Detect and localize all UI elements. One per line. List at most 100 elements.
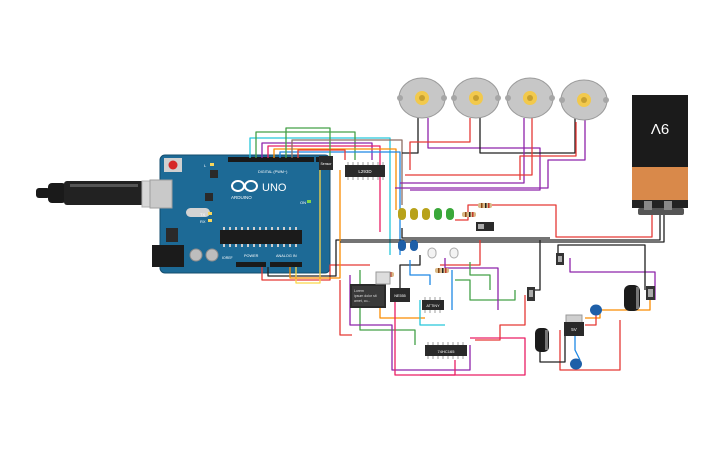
led-green-2[interactable] [446,208,454,220]
atmega-chip [220,227,302,247]
attiny-label: ATTINY [426,304,440,308]
logo-brand-text: ARDUINO [231,195,252,200]
power-header[interactable] [236,262,266,267]
wire-purple-low-2 [444,258,499,310]
dc-motor-4[interactable] [559,79,609,121]
wire-black-m1 [402,118,419,154]
wire-red-m2 [409,118,471,170]
wire-red-battery [480,204,653,238]
wire-black-gnd [267,215,661,277]
resistor-1[interactable] [462,212,476,217]
digital-header[interactable] [228,157,326,162]
led-blue-2[interactable] [410,240,418,251]
led-yellow-2[interactable] [410,208,418,220]
ir-sensor-label: Sensor [320,162,332,166]
wire-brown-1 [291,139,403,205]
led-yellow-3[interactable] [422,208,430,220]
wire-black-m2 [479,118,576,154]
attiny-chip[interactable]: ATTINY [422,297,444,313]
shift-register-label: 74HC165 [438,349,456,354]
lcd-line-2: ipsum dolor sit [354,294,377,298]
ioref-label: IOREF [222,256,233,260]
wires [249,118,665,376]
push-button-2[interactable] [556,253,564,265]
wire-green-low-3 [469,262,491,290]
wire-purple-right [569,258,656,300]
resistor-3[interactable] [435,268,449,273]
logo-uno-text: UNO [262,182,287,194]
on-led-label: ON [300,200,306,205]
wire-red-top [297,149,346,160]
analog-header-label: ANALOG IN [276,254,297,258]
power-header-label: POWER [244,254,259,258]
wire-orange-2 [289,170,341,279]
arduino-logo: UNO ARDUINO [231,180,287,200]
led-green-1[interactable] [434,208,442,220]
lcd-display[interactable]: Lorem ipsum dolor sit amet, co... [350,284,386,308]
tx-label: TX [200,212,205,217]
ceramic-capacitor-1[interactable] [590,304,602,316]
battery-label: 9V [651,120,669,137]
wire-orange-1 [273,148,397,210]
lcd-line-3: amet, co... [354,299,370,303]
push-button-3[interactable] [646,286,655,300]
wire-red-5v [261,264,370,281]
ne555-label: NE555 [394,294,406,298]
l-led-label: L [204,163,207,168]
wire-purple-m1 [410,118,541,191]
led-clear-2[interactable] [449,247,459,259]
analog-header[interactable] [270,262,302,267]
led-blue-1[interactable] [398,240,406,251]
board-regulator [166,228,178,242]
slide-switch[interactable] [476,222,494,231]
wire-pink-1 [267,145,381,232]
electrolytic-capacitor-2[interactable] [624,285,640,311]
wire-red-low-3 [475,295,526,341]
wire-blue-low-2 [409,260,431,285]
shift-register-chip[interactable]: 74HC165 [425,342,467,359]
l293d-label: L293D [358,169,372,174]
wire-black-led [401,228,550,239]
crystal [186,208,210,217]
wire-pink-right [420,337,526,376]
ir-sensor[interactable]: Sensor [319,156,333,170]
dc-motor-1[interactable] [397,77,447,119]
wire-black-battery [340,210,665,243]
wire-red-m4 [519,122,577,180]
push-button-1[interactable] [527,287,535,301]
electrolytic-capacitor-1[interactable] [535,328,549,352]
reset-button[interactable] [164,158,182,172]
rx-label: RX [200,219,206,224]
usb-cable[interactable] [36,180,171,208]
wire-purple-m4 [395,118,586,189]
ne555-chip[interactable]: NE555 [390,288,410,302]
led-array[interactable] [398,208,459,259]
wire-red-low-1 [339,280,352,336]
led-yellow-1[interactable] [398,208,406,220]
wire-cyan-1 [249,137,391,255]
regulator-label: 5V [571,327,577,332]
ceramic-capacitor-2[interactable] [570,358,582,370]
l293d-chip[interactable]: L293D [345,162,385,180]
wire-orange-low [379,300,425,319]
board-capacitor-2 [205,248,219,262]
wire-red-m3 [405,118,533,176]
dc-motor-3[interactable] [505,77,555,119]
voltage-regulator-5v[interactable]: 5V [564,314,584,336]
led-clear-1[interactable] [427,247,437,259]
wire-green-low-2 [455,279,516,301]
wire-black-right [557,244,646,290]
wire-red-low-2 [440,240,481,266]
board-capacitor-1 [189,248,203,262]
transistor-regulator[interactable] [375,271,391,285]
lcd-line-1: Lorem [354,289,364,293]
digital-header-label: DIGITAL (PWM~) [258,170,288,174]
dc-motor-2[interactable] [451,77,501,119]
resistor-2[interactable] [478,203,492,208]
power-jack [152,245,184,267]
arduino-uno-board[interactable]: UNO ARDUINO L TX RX ON DIGITAL (PWM~) [149,154,331,274]
nine-volt-battery[interactable]: 9V [632,95,688,215]
wire-cyan-low [419,300,445,326]
wire-black-right-2 [539,335,566,363]
